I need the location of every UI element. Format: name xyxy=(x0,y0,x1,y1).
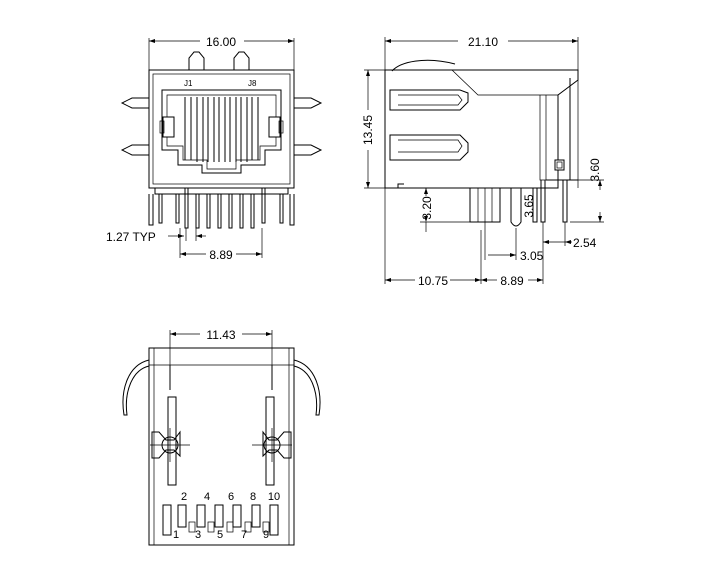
pin-number-4: 4 xyxy=(204,491,210,503)
contact-label-first: J1 xyxy=(184,79,193,88)
side-depth-label: 21.10 xyxy=(468,35,498,49)
led-pin-offset-label: 2.54 xyxy=(573,236,597,250)
post-height-label: 3.20 xyxy=(420,196,434,220)
side-view: 21.10 13.45 xyxy=(361,35,604,288)
pin-number-1: 1 xyxy=(173,529,179,541)
bottom-pin-slots xyxy=(162,504,279,536)
pin-number-2: 2 xyxy=(181,491,187,503)
pin-number-7: 7 xyxy=(241,529,247,541)
pin-pitch-label: 1.27 TYP xyxy=(106,230,156,244)
pin-number-8: 8 xyxy=(250,491,256,503)
pin-number-6: 6 xyxy=(228,491,234,503)
pin-number-10: 10 xyxy=(268,491,280,503)
pin-number-9: 9 xyxy=(263,529,269,541)
row-spacing-label: 8.89 xyxy=(500,274,524,288)
shield-width-label: 11.43 xyxy=(206,328,235,342)
led-pin-height-label: 3.60 xyxy=(588,158,602,182)
pin-number-5: 5 xyxy=(217,529,223,541)
front-view: 16.00 J1 J8 xyxy=(106,35,323,262)
contact-fingers xyxy=(184,97,259,162)
height-label: 13.45 xyxy=(361,115,375,145)
pin-number-3: 3 xyxy=(195,529,201,541)
bottom-view: 11.43 xyxy=(122,328,321,546)
pin-offset-label: 3.05 xyxy=(520,249,544,263)
contact-label-last: J8 xyxy=(248,79,257,88)
front-to-row-label: 10.75 xyxy=(418,274,448,288)
front-width-label: 16.00 xyxy=(206,35,236,49)
standoff-label: 3.65 xyxy=(522,194,536,218)
pin-span-label: 8.89 xyxy=(209,248,233,262)
front-pins xyxy=(148,188,295,229)
